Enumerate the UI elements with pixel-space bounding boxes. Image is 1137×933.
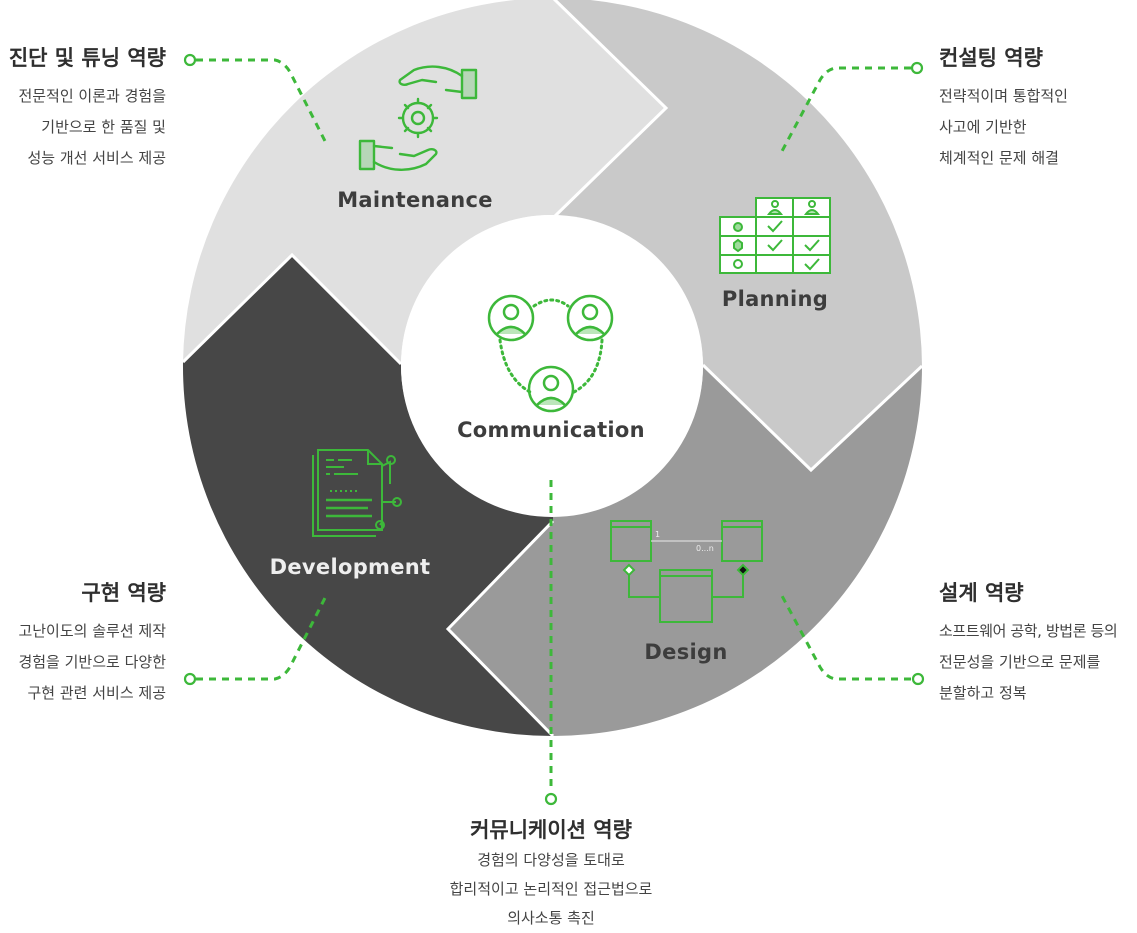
segment-label-design: Design [644, 640, 727, 664]
caption-design: 설계 역량 소프트웨어 공학, 방법론 등의 전문성을 기반으로 문제를 분할하… [939, 578, 1135, 709]
uml-class-diagram-icon [610, 520, 763, 623]
caption-line: 기반으로 한 품질 및 [41, 118, 166, 136]
segment-separator [701, 363, 924, 473]
segment-separator [551, 0, 669, 220]
caption-title-planning: 컨설팅 역량 [939, 46, 1043, 70]
caption-line: 의사소통 촉진 [507, 909, 595, 927]
connector-line-maintenance [196, 58, 329, 146]
caption-planning: 컨설팅 역량 전략적이며 통합적인 사고에 기반한 체계적인 문제 해결 [939, 43, 1129, 174]
uml-multiplicity-one: 1 [655, 530, 660, 539]
segment-separator [445, 519, 555, 738]
people-network-icon [487, 294, 614, 413]
connector-dot-design [911, 672, 925, 686]
segment-label-planning: Planning [722, 287, 828, 311]
caption-line: 구현 관련 서비스 제공 [27, 684, 166, 702]
caption-communication: 커뮤니케이션 역량 경험의 다양성을 토대로 합리적이고 논리적인 접근법으로 … [401, 815, 701, 933]
caption-line: 경험의 다양성을 토대로 [477, 851, 625, 869]
caption-maintenance: 진단 및 튜닝 역량 전문적인 이론과 경험을 기반으로 한 품질 및 성능 개… [0, 43, 166, 174]
code-document-icon [312, 449, 402, 537]
caption-line: 전문성을 기반으로 문제를 [939, 653, 1101, 671]
design-segment [448, 365, 922, 736]
segment-label-development: Development [270, 555, 431, 579]
segment-label-maintenance: Maintenance [337, 188, 493, 212]
maintenance-segment [183, 0, 666, 364]
connector-dot-planning [910, 61, 924, 75]
connector-dot-maintenance [183, 53, 197, 67]
connector-line-planning [779, 66, 911, 154]
caption-line: 체계적인 문제 해결 [939, 149, 1059, 167]
caption-title-development: 구현 역량 [81, 581, 166, 605]
caption-line: 합리적이고 논리적인 접근법으로 [449, 880, 653, 898]
caption-line: 고난이도의 솔루션 제작 [18, 622, 166, 640]
connector-dot-communication [544, 792, 558, 806]
hands-gear-icon [358, 65, 478, 171]
caption-line: 전문적인 이론과 경험을 [18, 87, 166, 105]
caption-line: 소프트웨어 공학, 방법론 등의 [939, 622, 1118, 640]
caption-title-maintenance: 진단 및 튜닝 역량 [8, 46, 166, 70]
caption-line: 성능 개선 서비스 제공 [27, 149, 166, 167]
uml-multiplicity-many: 0...n [696, 544, 714, 553]
caption-development: 구현 역량 고난이도의 솔루션 제작 경험을 기반으로 다양한 구현 관련 서비… [0, 578, 166, 709]
connector-dot-development [183, 672, 197, 686]
caption-line: 전략적이며 통합적인 [939, 87, 1068, 105]
caption-line: 사고에 기반한 [939, 118, 1027, 136]
caption-title-communication: 커뮤니케이션 역량 [470, 818, 632, 842]
caption-line: 분할하고 정복 [939, 684, 1027, 702]
segment-label-communication: Communication [457, 418, 645, 442]
connector-line-design [779, 593, 911, 681]
caption-line: 경험을 기반으로 다양한 [18, 653, 166, 671]
connector-line-development [196, 593, 329, 681]
caption-title-design: 설계 역량 [939, 581, 1024, 605]
segment-separator [181, 252, 403, 366]
user-checklist-table-icon [719, 197, 831, 274]
